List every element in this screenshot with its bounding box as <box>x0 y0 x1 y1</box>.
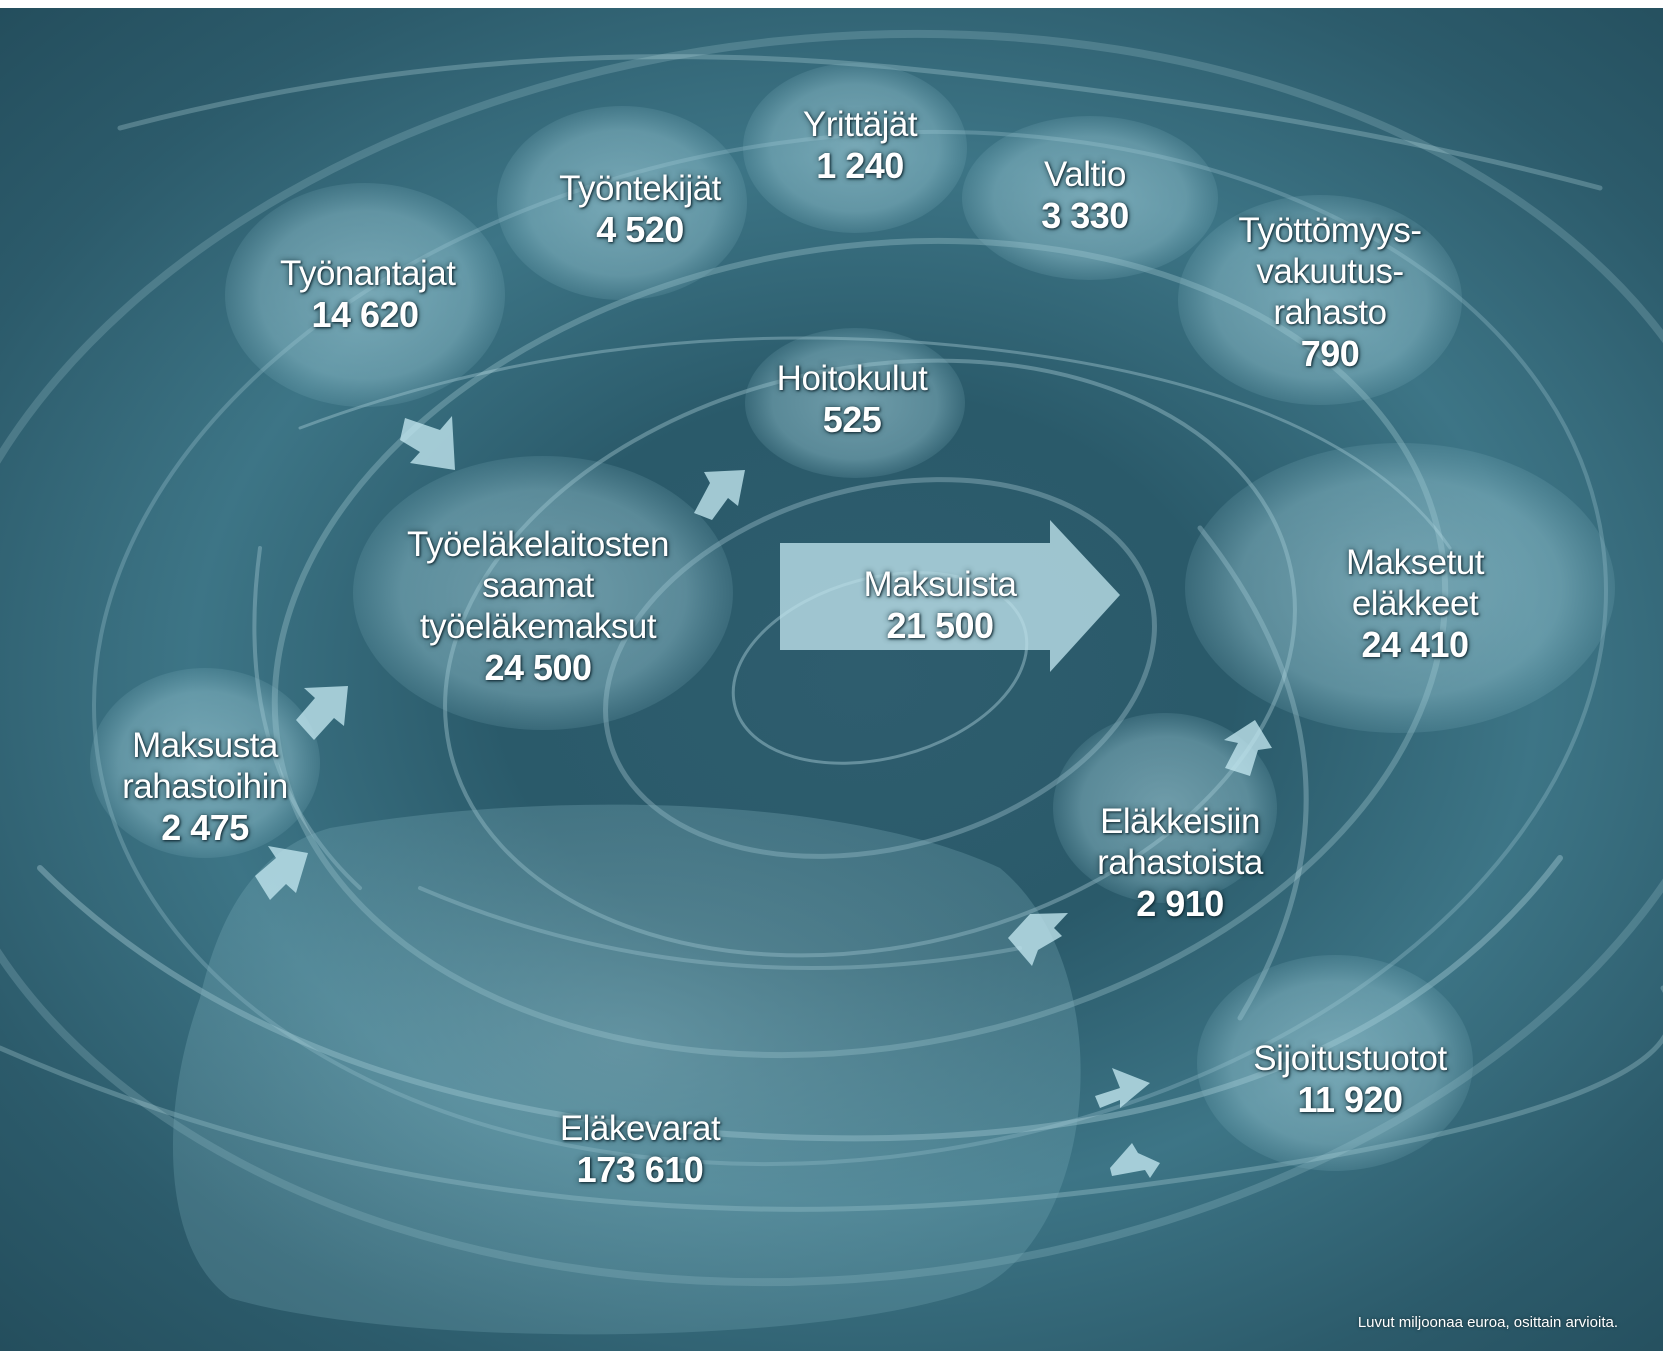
rahastoista-bubble <box>1053 713 1277 903</box>
arrow-icon <box>296 686 348 740</box>
footnote: Luvut miljoonaa euroa, osittain arvioita… <box>1357 1314 1618 1331</box>
node-sijoitustuotot: Sijoitustuotot 11 920 <box>1235 1038 1465 1121</box>
tyontekijat-bubble <box>497 106 747 300</box>
node-label: rahastoista <box>1097 843 1263 882</box>
arrow-icon <box>1110 1143 1160 1178</box>
node-value: 24 410 <box>1361 624 1469 665</box>
node-value: 14 620 <box>311 294 419 335</box>
node-tyontekijat: Työntekijät 4 520 <box>545 168 735 251</box>
node-label: Maksuista <box>863 565 1017 604</box>
node-label: eläkkeet <box>1351 584 1479 623</box>
node-value: 525 <box>822 399 882 440</box>
node-value: 173 610 <box>576 1149 704 1190</box>
arrow-icon <box>694 470 745 520</box>
arrow-icon <box>400 416 455 470</box>
node-valtio: Valtio 3 330 <box>1020 154 1150 237</box>
maksuista-arrow-icon <box>780 520 1120 672</box>
water-background: Työnantajat 14 620 Työntekijät 4 520 Yri… <box>0 8 1663 1351</box>
node-tyonantajat: Työnantajat 14 620 <box>280 253 456 336</box>
tvr-bubble <box>1178 195 1462 405</box>
sijoitustuotot-bubble <box>1197 955 1473 1171</box>
arrow-icon <box>1008 913 1068 966</box>
tyonantajat-bubble <box>225 183 505 407</box>
arrow-icon <box>1224 720 1272 776</box>
node-label: Hoitokulut <box>776 359 928 398</box>
node-yrittajat: Yrittäjät 1 240 <box>775 104 945 187</box>
yrittajat-bubble <box>743 63 967 233</box>
node-label: Eläkevarat <box>559 1109 721 1148</box>
node-maksuista: Maksuista 21 500 <box>855 564 1025 647</box>
node-value: 2 910 <box>1136 883 1224 924</box>
maksut-bubble <box>353 456 733 730</box>
node-label: Työttömyys- <box>1238 211 1422 250</box>
node-value: 3 330 <box>1041 195 1129 236</box>
maksetut-bubble <box>1185 443 1615 733</box>
node-maksetut: Maksetut eläkkeet 24 410 <box>1325 542 1505 666</box>
rahastoihin-bubble <box>90 668 320 858</box>
node-label: Eläkkeisiin <box>1100 802 1260 841</box>
node-value: 24 500 <box>484 647 592 688</box>
node-value: 2 475 <box>161 807 249 848</box>
node-label: Sijoitustuotot <box>1253 1039 1447 1078</box>
node-rahastoihin: Maksusta rahastoihin 2 475 <box>110 725 300 849</box>
arrow-icon <box>255 846 308 900</box>
node-value: 21 500 <box>886 605 994 646</box>
node-label: Maksetut <box>1346 543 1485 582</box>
node-value: 1 240 <box>816 145 904 186</box>
node-value: 790 <box>1300 333 1360 374</box>
node-label: Valtio <box>1044 155 1126 194</box>
arrow-icon <box>1095 1068 1150 1108</box>
node-maksut: Työeläkelaitosten saamat työeläkemaksut … <box>398 524 678 689</box>
node-label: saamat <box>482 566 594 605</box>
node-label: Yrittäjät <box>802 105 918 144</box>
node-rahastoista: Eläkkeisiin rahastoista 2 910 <box>1080 801 1280 925</box>
node-value: 4 520 <box>596 209 684 250</box>
node-label: vakuutus- <box>1256 252 1404 291</box>
node-label: rahastoihin <box>122 767 288 806</box>
elakevarat-blob <box>172 804 1081 1335</box>
node-label: työeläkemaksut <box>419 607 657 646</box>
valtio-bubble <box>962 116 1218 280</box>
flow-arrows <box>255 416 1272 1178</box>
hoitokulut-bubble <box>745 328 965 478</box>
node-hoitokulut: Hoitokulut 525 <box>762 358 942 441</box>
node-label: rahasto <box>1273 293 1387 332</box>
node-label: Työntekijät <box>559 169 721 208</box>
node-tvr: Työttömyys- vakuutus- rahasto 790 <box>1220 210 1440 375</box>
node-value: 11 920 <box>1297 1079 1403 1120</box>
node-label: Työnantajat <box>280 254 456 293</box>
swirl-illustration <box>0 29 1663 1335</box>
node-elakevarat: Eläkevarat 173 610 <box>540 1108 740 1191</box>
node-label: Maksusta <box>132 726 278 765</box>
node-label: Työeläkelaitosten <box>407 525 669 564</box>
